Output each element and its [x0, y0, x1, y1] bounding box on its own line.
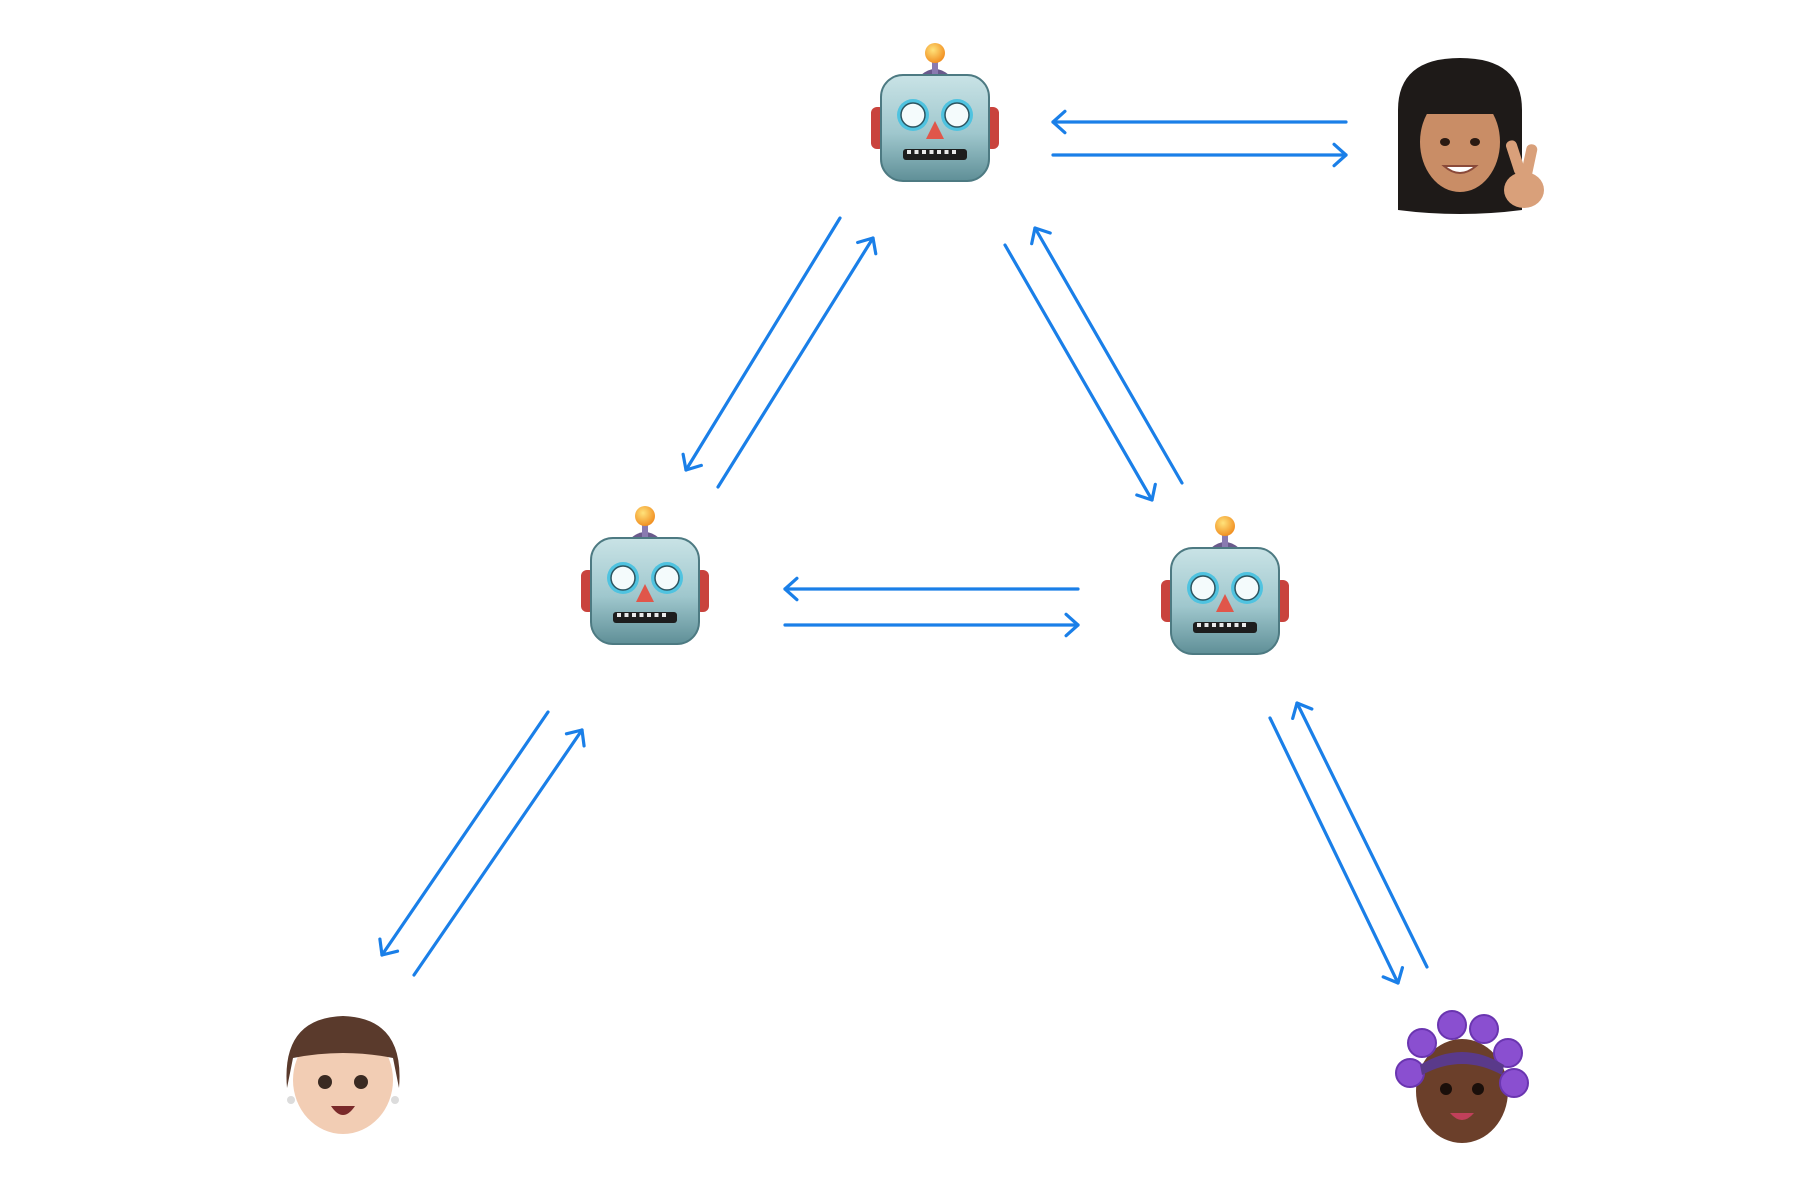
- nodes: [286, 43, 1544, 1143]
- arrow-robot-right-to-user-bottom-right: [1268, 716, 1405, 985]
- edge-robot-right-user-bottom-right: [1268, 701, 1429, 985]
- arrow-robot-top-to-user-top-right: [1051, 142, 1348, 168]
- robot-right-robot-icon: [1161, 516, 1289, 655]
- arrow-robot-top-to-robot-right: [1003, 243, 1157, 502]
- user-top-right-woman-peace-sign-avatar-icon: [1398, 58, 1544, 214]
- edge-robot-top-robot-right: [1003, 226, 1184, 502]
- robot-top-robot-icon: [871, 43, 999, 182]
- arrow-user-top-right-to-robot-top: [1051, 109, 1348, 135]
- arrow-robot-left-to-robot-top: [716, 236, 878, 489]
- arrow-robot-right-to-robot-top: [1030, 226, 1184, 485]
- arrow-robot-left-to-user-bottom-left: [378, 710, 550, 957]
- edge-robot-left-robot-right: [783, 576, 1080, 638]
- user-bottom-left-short-hair-avatar-icon: [286, 1016, 400, 1134]
- user-bottom-right-bantu-knots-avatar-icon: [1395, 1010, 1529, 1143]
- arrow-user-bottom-left-to-robot-left: [412, 728, 586, 977]
- connections: [378, 109, 1429, 985]
- robot-left-robot-icon: [581, 506, 709, 645]
- arrow-robot-right-to-robot-left: [783, 576, 1080, 602]
- arrow-robot-left-to-robot-right: [783, 612, 1080, 638]
- edge-robot-left-user-bottom-left: [378, 710, 586, 977]
- arrow-user-bottom-right-to-robot-right: [1291, 701, 1429, 969]
- edge-robot-top-robot-left: [681, 216, 878, 489]
- arrow-robot-top-to-robot-left: [681, 216, 842, 472]
- edge-robot-top-user-top-right: [1051, 109, 1348, 168]
